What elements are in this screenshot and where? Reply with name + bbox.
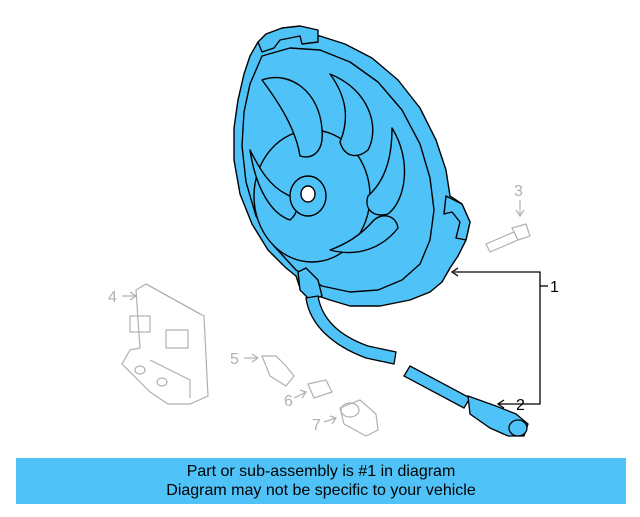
fan-blade: [261, 76, 323, 158]
banner-line-2: Diagram may not be specific to your vehi…: [166, 482, 476, 499]
fan-blade: [366, 127, 406, 216]
fan-hub-center: [300, 185, 316, 203]
fan-top-bracket: [257, 25, 319, 53]
fan-blade: [329, 215, 399, 254]
bracket-4: [121, 283, 209, 405]
callout-2[interactable]: 2: [516, 397, 525, 414]
callout-4[interactable]: 4: [108, 289, 117, 306]
leader-lines: [450, 267, 548, 409]
switch-7: [323, 399, 379, 437]
bolt-3: [485, 200, 531, 253]
callout-3[interactable]: 3: [514, 183, 523, 200]
info-banner: Part or sub-assembly is #1 in diagram Di…: [16, 458, 626, 504]
fan-blade: [329, 73, 374, 157]
callout-5[interactable]: 5: [230, 351, 239, 368]
callout-7[interactable]: 7: [312, 417, 321, 434]
banner-line-1: Part or sub-assembly is #1 in diagram: [186, 463, 456, 480]
callout-1[interactable]: 1: [550, 279, 559, 296]
clip-6: [293, 379, 333, 399]
callout-6[interactable]: 6: [284, 393, 293, 410]
fan-bottom-bracket: [297, 267, 323, 301]
fan-right-bracket: [443, 195, 471, 241]
fan-wire-harness: [305, 295, 529, 437]
sensor-5: [244, 353, 295, 387]
fan-assembly[interactable]: [233, 25, 471, 307]
